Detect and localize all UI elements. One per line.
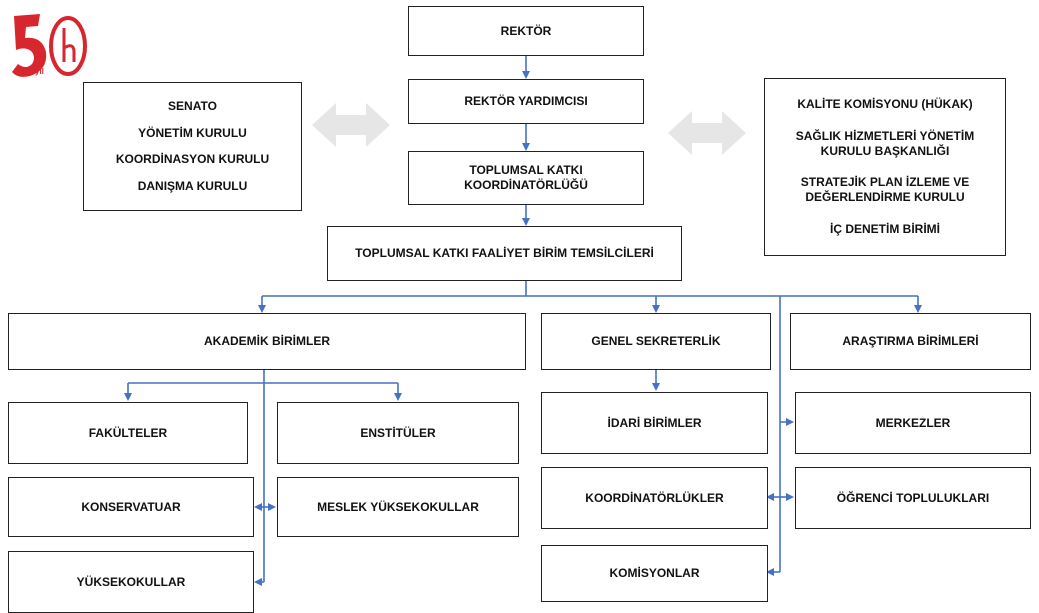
enstituler-box: ENSTİTÜLER bbox=[277, 402, 519, 464]
koordinatorluk-line-2: KOORDİNATÖRLÜĞÜ bbox=[464, 178, 588, 192]
anniversary-logo: yıl bbox=[12, 14, 87, 77]
toplumsal-katki-koordinatorlugu-box: TOPLUMSAL KATKI KOORDİNATÖRLÜĞÜ bbox=[408, 151, 644, 205]
rektor-box: REKTÖR bbox=[408, 6, 644, 56]
merkezler-box: MERKEZLER bbox=[795, 392, 1031, 454]
stratejik-plan-item: STRATEJİK PLAN İZLEME VE DEĞERLENDİRME K… bbox=[801, 175, 969, 205]
akademik-birimler-label: AKADEMİK BİRİMLER bbox=[204, 334, 330, 348]
yuksekokullar-box: YÜKSEKOKULLAR bbox=[8, 551, 254, 613]
ogrenci-topluluklari-box: ÖĞRENCİ TOPLULUKLARI bbox=[795, 467, 1031, 529]
rektor-label: REKTÖR bbox=[500, 23, 552, 38]
right-double-arrow bbox=[668, 111, 746, 155]
svg-text:yıl: yıl bbox=[35, 67, 44, 76]
stratejik-plan-line-2: DEĞERLENDİRME KURULU bbox=[805, 190, 965, 205]
faaliyet-birim-temsilcileri-box: TOPLUMSAL KATKI FAALİYET BİRİM TEMSİLCİL… bbox=[327, 226, 682, 281]
saglik-hizmetleri-item: SAĞLIK HİZMETLERİ YÖNETİM KURULU BAŞKANL… bbox=[796, 129, 974, 159]
arastirma-birimleri-label: ARAŞTIRMA BİRİMLERİ bbox=[842, 334, 979, 348]
idari-birimler-box: İDARİ BİRİMLER bbox=[541, 392, 768, 454]
fakulteler-label: FAKÜLTELER bbox=[88, 425, 168, 440]
senato-label: SENATO bbox=[168, 98, 217, 113]
merkezler-label: MERKEZLER bbox=[875, 415, 951, 430]
ic-denetim-item: İÇ DENETİM BİRİMİ bbox=[830, 222, 940, 237]
meslek-yuksekokullar-box: MESLEK YÜKSEKOKULLAR bbox=[277, 477, 519, 537]
koordinatorlukler-box: KOORDİNATÖRLÜKLER bbox=[541, 467, 768, 529]
komisyonlar-label: KOMİSYONLAR bbox=[609, 566, 700, 580]
saglik-hizmetleri-line-1: SAĞLIK HİZMETLERİ YÖNETİM bbox=[795, 128, 975, 143]
genel-sekreterlik-label: GENEL SEKRETERLİK bbox=[591, 334, 721, 348]
konservatuar-box: KONSERVATUAR bbox=[8, 477, 254, 537]
idari-birimler-label: İDARİ BİRİMLER bbox=[607, 415, 702, 430]
rektor-yardimcisi-label: REKTÖR YARDIMCISI bbox=[464, 94, 588, 108]
fakulteler-box: FAKÜLTELER bbox=[8, 402, 248, 464]
rektor-yardimcisi-box: REKTÖR YARDIMCISI bbox=[408, 79, 644, 124]
yuksekokullar-label: YÜKSEKOKULLAR bbox=[76, 574, 186, 589]
saglik-hizmetleri-line-2: KURULU BAŞKANLIĞI bbox=[820, 143, 950, 158]
danisma-kurulu-label: DANIŞMA KURULU bbox=[137, 179, 248, 194]
left-double-arrow bbox=[312, 103, 390, 147]
ic-denetim-label: İÇ DENETİM BİRİMİ bbox=[830, 221, 940, 236]
right-council-box: KALİTE KOMİSYONU (HÜKAK) SAĞLIK HİZMETLE… bbox=[764, 78, 1006, 256]
kalite-komisyonu-label: KALİTE KOMİSYONU (HÜKAK) bbox=[797, 97, 973, 112]
koordinatorlukler-label: KOORDİNATÖRLÜKLER bbox=[585, 490, 724, 505]
konservatuar-label: KONSERVATUAR bbox=[81, 499, 181, 514]
meslek-yuksekokullar-label: MESLEK YÜKSEKOKULLAR bbox=[317, 499, 479, 514]
genel-sekreterlik-box: GENEL SEKRETERLİK bbox=[541, 313, 771, 370]
yonetim-kurulu-label: YÖNETİM KURULU bbox=[138, 125, 247, 140]
left-council-box: SENATO YÖNETİM KURULU KOORDİNASYON KURUL… bbox=[83, 82, 302, 211]
faaliyet-birim-temsilcileri-label: TOPLUMSAL KATKI FAALİYET BİRİM TEMSİLCİL… bbox=[355, 246, 654, 260]
enstituler-label: ENSTİTÜLER bbox=[360, 425, 436, 440]
koordinasyon-kurulu-label: KOORDİNASYON KURULU bbox=[115, 152, 270, 167]
arastirma-birimleri-box: ARAŞTIRMA BİRİMLERİ bbox=[790, 313, 1031, 370]
akademik-birimler-box: AKADEMİK BİRİMLER bbox=[8, 313, 526, 370]
kalite-komisyonu-item: KALİTE KOMİSYONU (HÜKAK) bbox=[797, 97, 972, 112]
koordinatorluk-line-1: TOPLUMSAL KATKI bbox=[469, 163, 583, 177]
komisyonlar-box: KOMİSYONLAR bbox=[541, 545, 768, 602]
ogrenci-topluluklari-label: ÖĞRENCİ TOPLULUKLARI bbox=[836, 490, 990, 505]
stratejik-plan-line-1: STRATEJİK PLAN İZLEME VE bbox=[800, 175, 970, 190]
